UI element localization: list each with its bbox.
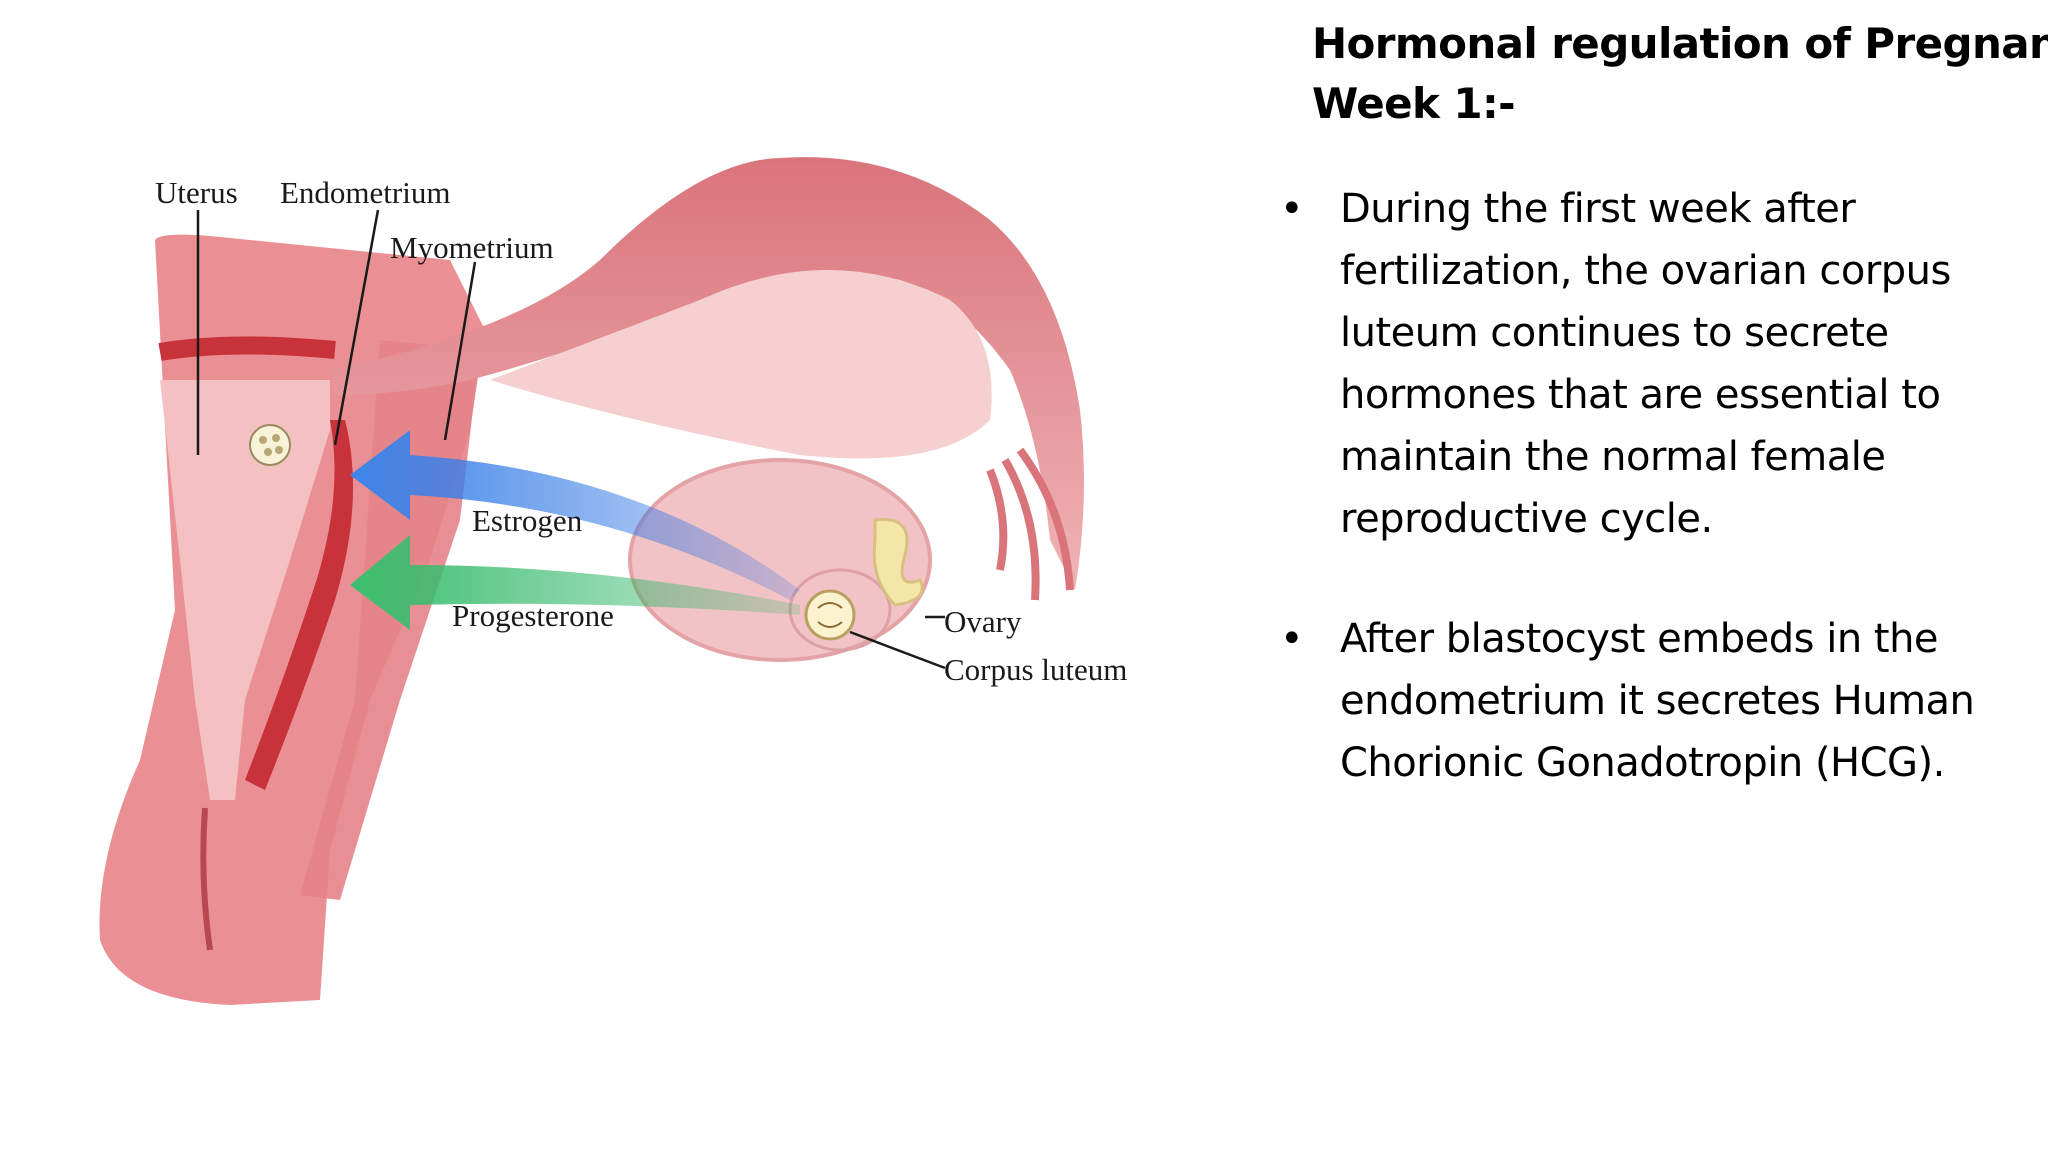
label-corpus-luteum: Corpus luteum bbox=[944, 652, 1127, 687]
bullet-dot: • bbox=[1280, 186, 1304, 232]
bullet-item: • During the first week after fertilizat… bbox=[1280, 178, 2020, 550]
uterus-ovary-diagram: Uterus Endometrium Myometrium Estrogen P… bbox=[99, 157, 1127, 1005]
fallopian-tube bbox=[330, 157, 1084, 590]
bullet-dot: • bbox=[1280, 616, 1304, 662]
label-myometrium: Myometrium bbox=[390, 230, 554, 265]
bullet-item: • After blastocyst embeds in the endomet… bbox=[1280, 608, 2020, 794]
bullet-text: During the first week after fertilizatio… bbox=[1340, 186, 1951, 542]
blastocyst bbox=[249, 424, 291, 466]
label-endometrium: Endometrium bbox=[280, 175, 450, 210]
estrogen-arrow bbox=[350, 430, 800, 600]
label-uterus: Uterus bbox=[155, 175, 238, 210]
bullet-list: • During the first week after fertilizat… bbox=[1280, 178, 2020, 852]
ovary bbox=[628, 458, 932, 662]
leader-lines bbox=[196, 209, 946, 670]
slide-heading: Hormonal regulation of Pregnancy Week 1:… bbox=[1312, 14, 2048, 134]
slide-subtitle: Week 1:- bbox=[1312, 79, 1516, 128]
label-estrogen: Estrogen bbox=[472, 503, 583, 538]
bullet-text: After blastocyst embeds in the endometri… bbox=[1340, 616, 1975, 786]
corpus-luteum bbox=[804, 589, 856, 641]
progesterone-arrow bbox=[350, 535, 800, 630]
slide-title: Hormonal regulation of Pregnancy bbox=[1312, 19, 2048, 68]
label-progesterone: Progesterone bbox=[452, 598, 614, 633]
label-ovary: Ovary bbox=[944, 604, 1022, 639]
